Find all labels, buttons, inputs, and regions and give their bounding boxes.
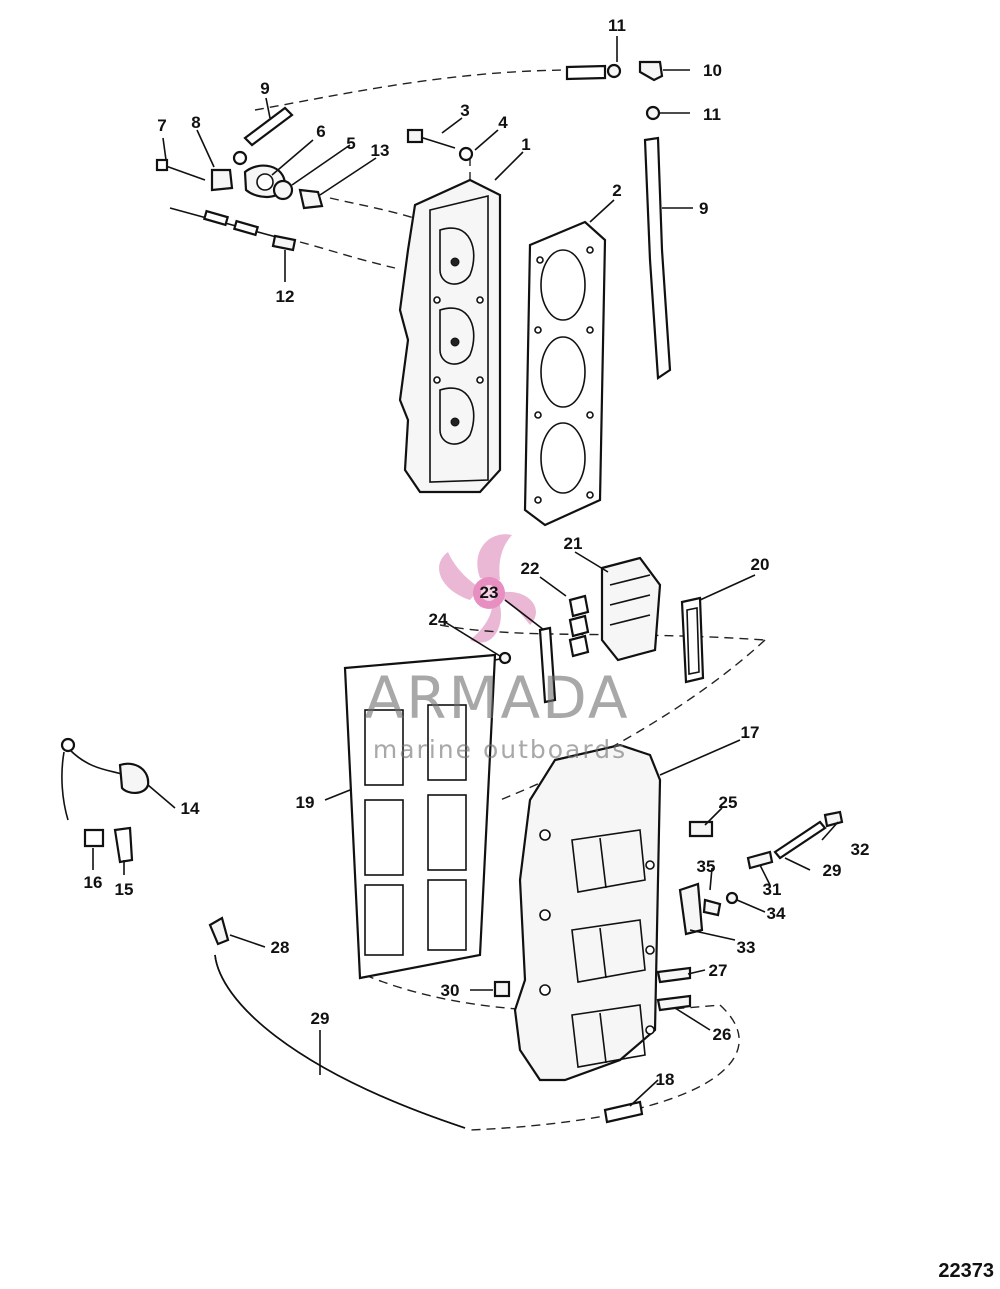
callout-9-right: 9 (699, 199, 708, 218)
callout-35: 35 (697, 857, 716, 876)
callout-13: 13 (371, 141, 390, 160)
callout-3: 3 (460, 101, 469, 120)
callout-9-left: 9 (260, 79, 269, 98)
intake-manifold (513, 743, 662, 1082)
callout-11-right: 11 (703, 105, 721, 124)
figure-number: 22373 (938, 1260, 994, 1282)
callout-14: 14 (181, 799, 200, 818)
callout-18: 18 (656, 1070, 675, 1089)
cylinder-head (398, 178, 502, 494)
callout-29-right: 29 (823, 861, 842, 880)
callout-17: 17 (741, 723, 760, 742)
head-gasket (523, 220, 607, 527)
callout-23: 23 (480, 583, 499, 602)
leader-lines (92, 36, 839, 1107)
hose-assembly-top-right (565, 60, 672, 380)
callout-31: 31 (763, 880, 782, 899)
callout-10: 10 (703, 61, 722, 80)
callout-8: 8 (191, 113, 200, 132)
manifold-chambers (571, 829, 646, 1068)
callout-22: 22 (521, 559, 540, 578)
callout-33: 33 (737, 938, 756, 957)
callout-15: 15 (115, 880, 134, 899)
callout-20: 20 (751, 555, 770, 574)
callout-24: 24 (429, 610, 448, 629)
callout-26: 26 (713, 1025, 732, 1044)
callout-7: 7 (157, 116, 166, 135)
callout-6: 6 (316, 122, 325, 141)
callout-16: 16 (84, 873, 103, 892)
callout-30: 30 (441, 981, 460, 1000)
callout-27: 27 (709, 961, 728, 980)
watermark-tagline: marine outboards (373, 735, 627, 764)
reed-petals (568, 594, 590, 658)
bleed-hose (208, 916, 466, 1129)
callout-labels: 11 10 11 9 3 4 1 6 5 13 7 8 2 9 12 21 22… (84, 16, 870, 1089)
callout-29-bottom: 29 (311, 1009, 330, 1028)
reed-valve-parts (494, 556, 705, 704)
callout-32: 32 (851, 840, 870, 859)
temperature-sensor-parts (60, 737, 150, 864)
callout-12: 12 (276, 287, 295, 306)
callout-34: 34 (767, 904, 786, 923)
watermark-brand: ARMADA (364, 664, 629, 732)
callout-25: 25 (719, 793, 738, 812)
callout-28: 28 (271, 938, 290, 957)
callout-2: 2 (612, 181, 621, 200)
intake-gasket-plate (343, 653, 497, 980)
nut (493, 980, 511, 998)
callout-11-top: 11 (608, 16, 626, 35)
manifold-fittings-right (603, 810, 844, 1124)
callout-5: 5 (346, 134, 355, 153)
callout-1: 1 (521, 135, 530, 154)
callout-19: 19 (296, 793, 315, 812)
callout-21: 21 (564, 534, 583, 553)
callout-4: 4 (498, 113, 508, 132)
watermark-text: ARMADA marine outboards (364, 664, 629, 764)
